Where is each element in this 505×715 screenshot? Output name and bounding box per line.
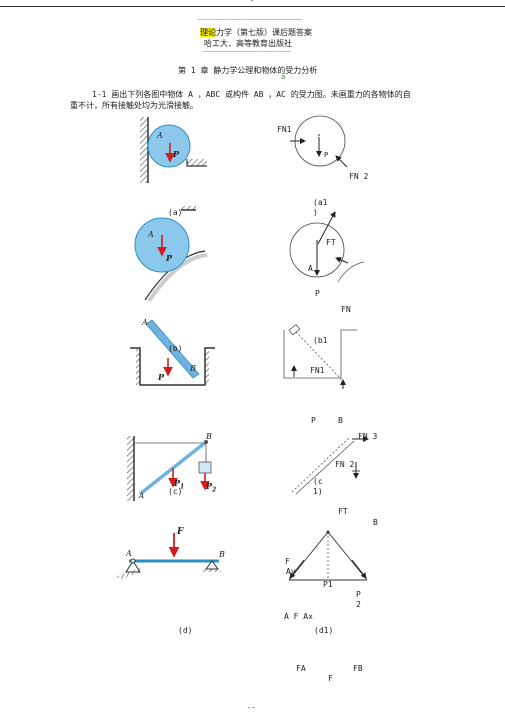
figure-a1 — [290, 115, 348, 168]
label-a1-fn2: FN 2 — [349, 172, 369, 181]
label-c-p1: P1 — [174, 478, 185, 491]
label-c1-fn3: FN 3 — [358, 432, 378, 441]
label-fig-a1-close: ) — [313, 208, 318, 217]
label-fig-b: (b) — [168, 344, 183, 353]
label-fig-a1: (a1 — [313, 198, 328, 207]
ft-arrow — [317, 211, 336, 245]
label-fig-b1: (b1 — [313, 336, 328, 345]
label-a1-fn1: FN1 — [277, 125, 292, 134]
figure-b1 — [283, 323, 357, 389]
header-title: 理论力学（第七版）课后题答案 — [200, 27, 312, 38]
label-a1-p: P — [324, 151, 329, 159]
label-b1-fn1: FN1 — [310, 366, 325, 375]
curved-surface-hatch — [147, 253, 208, 303]
label-d1-fb: FB — [353, 664, 363, 673]
bottom-mark: -- — [247, 704, 256, 712]
figure-c1 — [291, 436, 369, 495]
pin-ground — [117, 568, 141, 580]
label-a-a: A — [157, 131, 163, 140]
label-a2r-p: P — [315, 289, 320, 298]
header-publisher: 哈工大．高等教育出版社 — [204, 39, 292, 48]
label-d1-ay: Ay — [286, 567, 296, 576]
ball-a2-outline — [289, 222, 345, 278]
label-d1-2: 2 — [356, 600, 361, 609]
fn2-arrow — [335, 155, 348, 168]
label-d-f: F — [177, 527, 184, 537]
surface-trace — [337, 261, 365, 283]
weight-block — [198, 461, 212, 474]
label-a2-a: A — [148, 230, 154, 239]
label-c1-b: B — [373, 518, 378, 527]
step-line — [186, 159, 207, 167]
label-c1-fn2: FN 2 — [335, 460, 355, 469]
rod-b1-trace — [295, 331, 343, 381]
figure-a2-right — [289, 211, 365, 283]
boom-c1-edge — [295, 440, 355, 495]
label-a2-ft: FT — [326, 238, 336, 247]
problem-line-1: 1-1 画出下列各图中物体 A ，ABC 或构件 AB ，AC 的受力图。未画重… — [92, 90, 411, 99]
label-c1-c: (c — [313, 477, 323, 486]
roller-ground — [203, 569, 221, 572]
header-dashes-bottom: ——————————————————————————— — [203, 47, 291, 55]
label-c-p2: P2 — [206, 481, 217, 494]
label-fig-d1: (d1) — [314, 626, 334, 635]
rod-ab — [145, 319, 200, 379]
chapter-heading: 第 1 章 静力学公理和物体的受力分析 — [178, 66, 318, 75]
rod-end-a — [288, 323, 301, 336]
label-b1-b: B — [338, 416, 343, 425]
title-highlight: 理论 — [200, 28, 216, 37]
channel-trace — [283, 329, 357, 379]
label-b-a: A — [142, 318, 148, 327]
label-a2-fn: FN — [341, 305, 351, 314]
label-d1-p: P — [356, 590, 361, 599]
step-hatch — [187, 159, 207, 166]
figure-a — [140, 117, 207, 183]
label-c-b: B — [206, 432, 212, 441]
wall-c-hatch — [127, 436, 134, 501]
figure-d — [117, 533, 221, 580]
label-c1-1: 1) — [313, 487, 323, 496]
header-dashes-top: ———————————————————————————————— — [198, 15, 302, 23]
figure-d1 — [288, 530, 368, 581]
top-mark: - — [250, 0, 255, 5]
pin-a — [130, 558, 136, 564]
label-fig-c: (c) — [168, 487, 183, 496]
ball-a — [147, 124, 191, 168]
label-fig-a: (a) — [168, 208, 183, 217]
fb-arrow — [351, 559, 367, 579]
concurrency-point — [326, 530, 330, 534]
chapter-stray-mark: a — [281, 73, 286, 81]
channel-hatch-right — [205, 348, 209, 385]
label-d1-f2: F — [328, 674, 333, 683]
figure-c — [127, 436, 212, 501]
label-d-b: B — [219, 550, 225, 559]
label-d1-fa: FA — [296, 664, 306, 673]
label-c-a: A — [139, 492, 145, 500]
label-b-p: P — [158, 372, 165, 382]
header-rule — [0, 6, 505, 7]
label-a2r-a: A — [308, 264, 313, 273]
label-d-a: A — [126, 549, 132, 558]
problem-line-2: 重不计，所有接触处均为光滑接触。 — [70, 101, 198, 110]
channel-hatch-left — [136, 348, 140, 385]
label-c1-ft: FT — [338, 507, 348, 516]
label-fig-d: (d) — [178, 626, 193, 635]
fn-arrow-a2 — [335, 257, 349, 264]
boom-c1-trace — [291, 436, 351, 493]
figure-a-second — [134, 206, 208, 303]
label-b1-p: P — [311, 416, 316, 425]
label-d1-f: F — [285, 557, 290, 566]
wall-hatch — [140, 117, 148, 183]
label-d1-p1: P1 — [323, 580, 333, 589]
ceiling-hatch — [181, 206, 196, 210]
label-a2-p: P — [166, 253, 173, 263]
fa-arrow — [289, 559, 305, 579]
title-text: 力学（第七版）课后题答案 — [216, 28, 312, 37]
label-d1-a-fax: A F Ax — [284, 612, 313, 621]
label-b-b: B — [190, 364, 196, 373]
label-a-p: P — [173, 149, 180, 159]
figure-b — [130, 319, 215, 386]
